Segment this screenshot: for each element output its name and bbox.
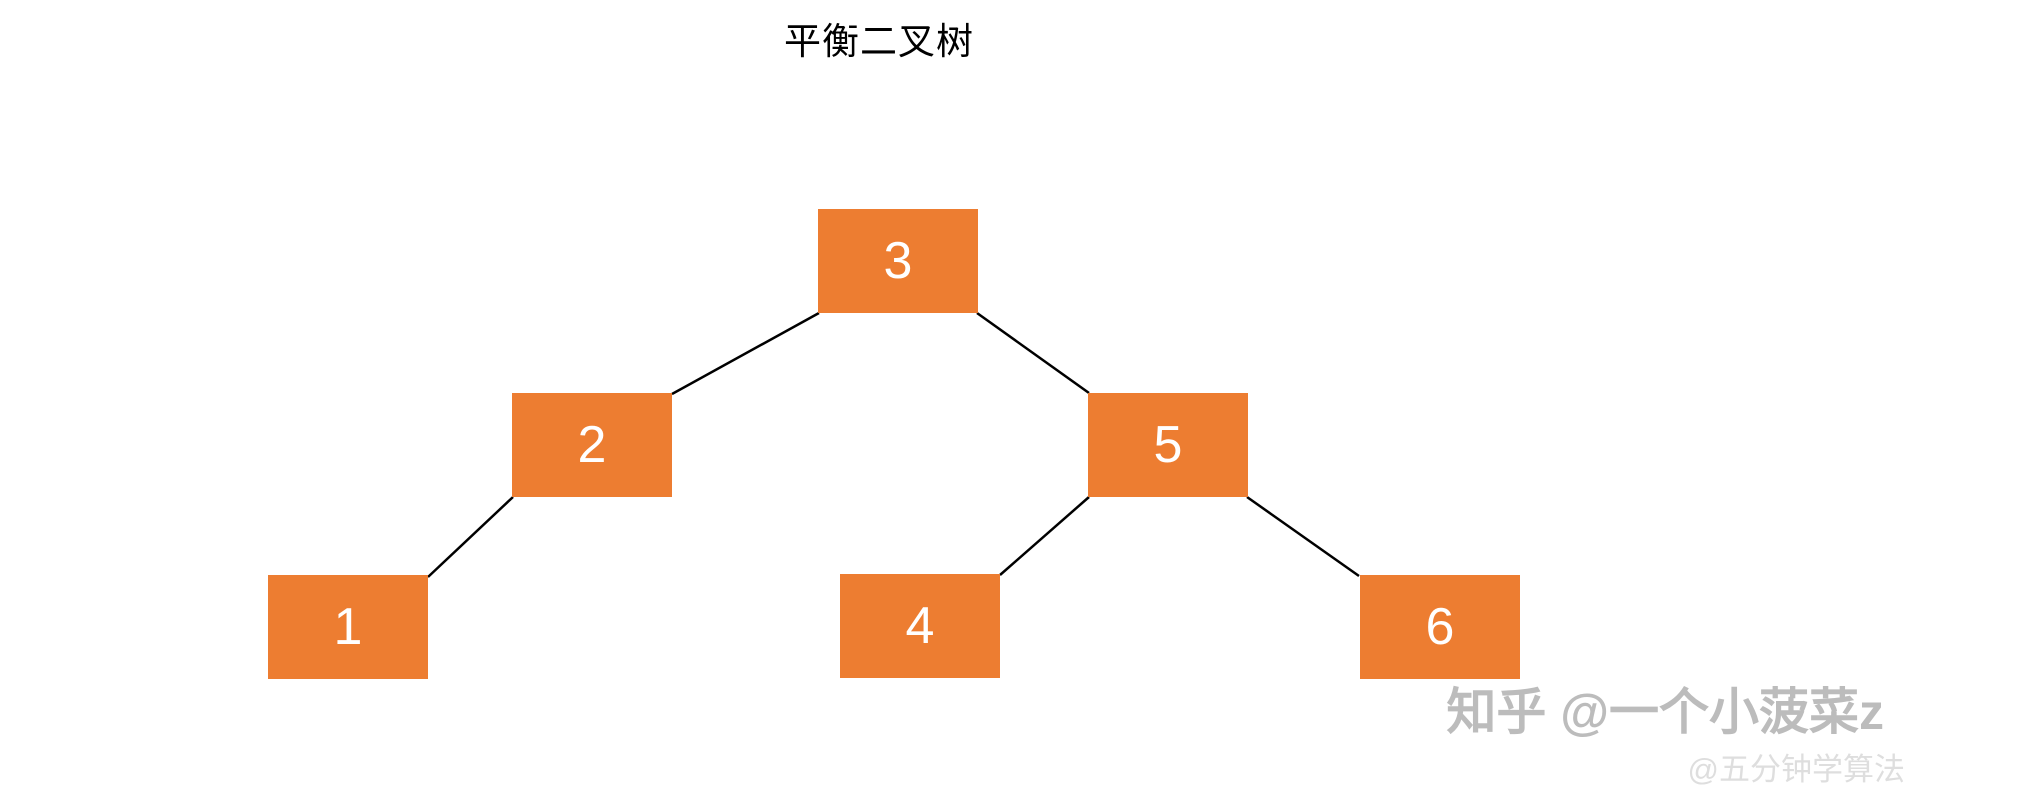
tree-edge-5-6 xyxy=(1246,495,1360,578)
tree-edge-5-4 xyxy=(999,496,1090,576)
tree-node-3: 3 xyxy=(818,209,978,313)
watermark-zhihu-author: 知乎 @一个小菠菜z xyxy=(1446,684,1884,740)
tree-node-4-label: 4 xyxy=(905,597,935,655)
tree-node-1: 1 xyxy=(268,575,428,679)
tree-node-5: 5 xyxy=(1088,393,1248,497)
tree-node-6-label: 6 xyxy=(1425,598,1455,656)
tree-node-5-label: 5 xyxy=(1153,416,1183,474)
tree-node-1-label: 1 xyxy=(333,598,363,656)
tree-edge-3-2 xyxy=(671,311,820,396)
tree-node-4: 4 xyxy=(840,574,1000,678)
tree-node-6: 6 xyxy=(1360,575,1520,679)
tree-node-2: 2 xyxy=(512,393,672,497)
tree-node-2-label: 2 xyxy=(577,416,607,474)
tree-edge-3-5 xyxy=(976,311,1090,395)
tree-node-3-label: 3 xyxy=(883,232,913,290)
diagram-title: 平衡二叉树 xyxy=(784,21,974,62)
tree-edge-2-1 xyxy=(427,496,514,578)
watermark-channel: @五分钟学算法 xyxy=(1687,752,1905,787)
